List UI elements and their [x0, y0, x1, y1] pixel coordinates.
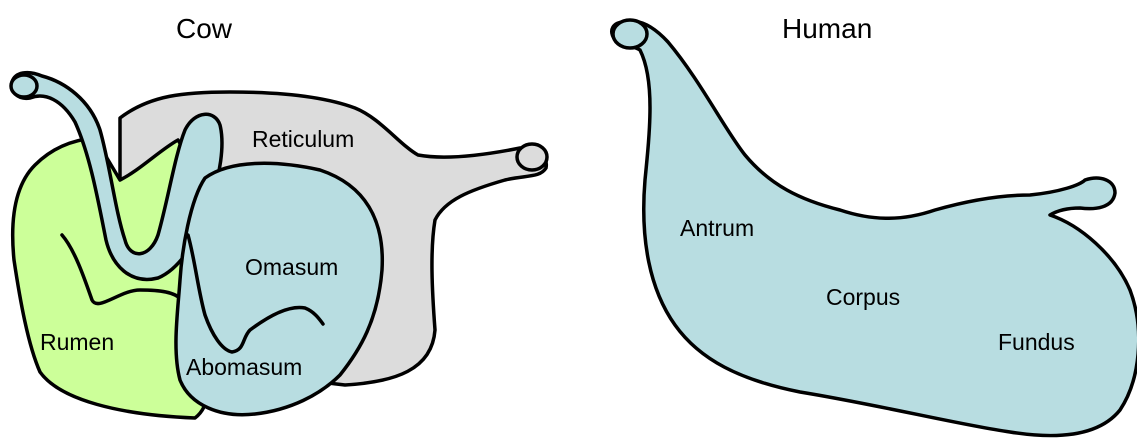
human-esophagus-opening [613, 20, 647, 48]
rumen-label: Rumen [40, 329, 114, 355]
corpus-label: Corpus [826, 284, 900, 310]
abomasum-label: Abomasum [186, 354, 302, 380]
cow-stomach: Cow Reticulum Omasum Rumen Abomasum [11, 13, 547, 418]
reticulum-label: Reticulum [252, 126, 354, 152]
antrum-label: Antrum [680, 215, 754, 241]
human-title: Human [782, 13, 872, 44]
omasum-label: Omasum [245, 254, 338, 280]
fundus-label: Fundus [998, 329, 1075, 355]
human-stomach: Human Antrum Corpus Fundus [612, 13, 1137, 436]
cow-title: Cow [176, 13, 233, 44]
esophagus-opening [11, 75, 37, 97]
cow-duodenum-opening [517, 144, 547, 170]
